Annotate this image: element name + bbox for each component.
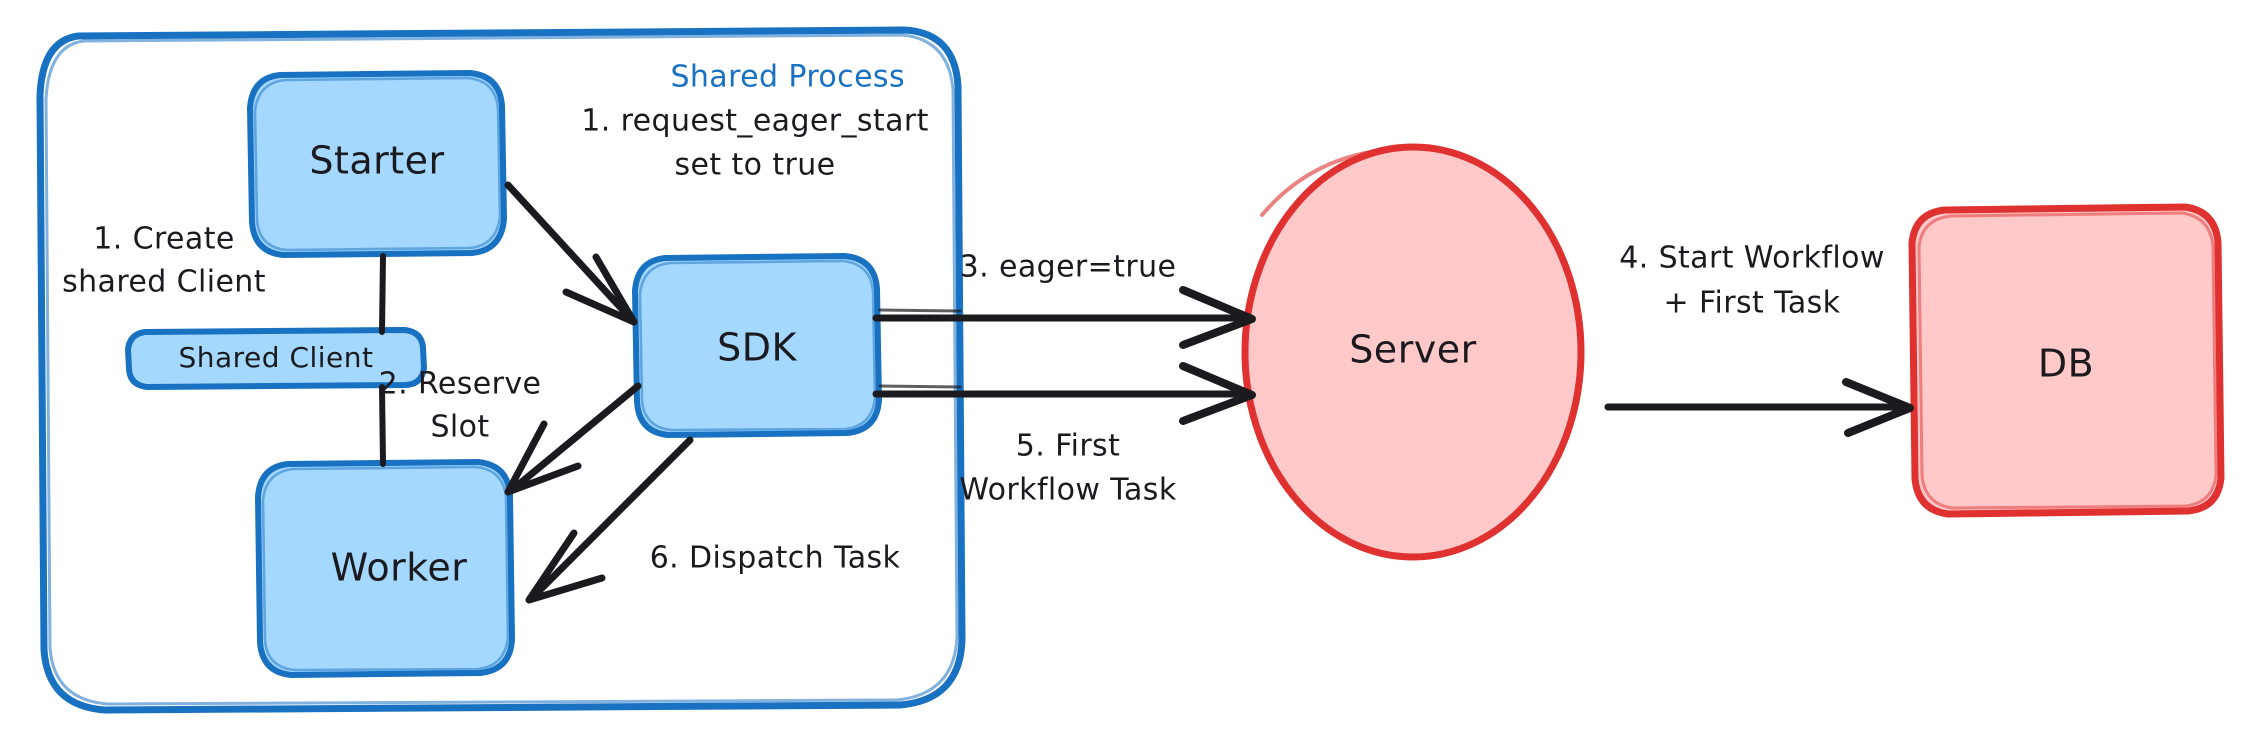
starter-shape — [247, 70, 507, 258]
start-workflow-arrowhead — [1842, 378, 1914, 437]
edge-request-eager-start: 1. request_eager_start set to true — [504, 104, 929, 326]
shared-process-label: Shared Process — [670, 60, 905, 95]
server-shape-sketch — [1260, 148, 1387, 217]
eager-true-line-sketch — [878, 308, 962, 313]
dispatch-task-label: 6. Dispatch Task — [650, 541, 901, 576]
node-db[interactable]: DB — [1908, 203, 2225, 518]
create-shared-client-label-line1: 1. Create — [93, 222, 234, 257]
create-shared-client-line-top — [379, 253, 386, 335]
node-worker[interactable]: Worker — [255, 459, 515, 678]
request-eager-start-line-sketch — [510, 188, 627, 314]
node-shared-client[interactable]: Shared Client — [125, 327, 427, 390]
dispatch-task-arrowhead — [525, 529, 606, 604]
server-label: Server — [1349, 328, 1477, 372]
worker-shape — [255, 459, 515, 678]
shared-process-border-sketch — [44, 33, 959, 706]
request-eager-start-arrowhead — [562, 253, 638, 326]
edge-dispatch-task: 6. Dispatch Task — [525, 436, 901, 604]
starter-shape-sketch — [253, 76, 502, 252]
reserve-slot-arrowhead — [504, 420, 582, 496]
start-workflow-label-line2: + First Task — [1664, 286, 1841, 321]
reserve-slot-label-line1: 2. Reserve — [379, 367, 542, 402]
shared-process-group: Shared Process — [36, 26, 966, 714]
dispatch-task-line — [530, 436, 694, 600]
sdk-shape — [632, 253, 882, 438]
create-shared-client-line-bottom — [379, 384, 386, 467]
reserve-slot-line — [508, 382, 642, 494]
server-shape — [1241, 143, 1585, 561]
request-eager-start-label-line2: set to true — [674, 148, 835, 183]
edge-first-workflow-task: 5. First Workflow Task — [872, 362, 1256, 508]
node-starter[interactable]: Starter — [247, 70, 507, 258]
db-shape — [1908, 203, 2225, 518]
node-server[interactable]: Server — [1241, 143, 1585, 561]
request-eager-start-label-line1: 1. request_eager_start — [581, 104, 929, 139]
worker-label: Worker — [331, 546, 468, 590]
start-workflow-label-line1: 4. Start Workflow — [1619, 241, 1885, 276]
edge-create-shared-client: 1. Create shared Client — [62, 222, 386, 467]
shared-client-label: Shared Client — [178, 341, 373, 374]
starter-label: Starter — [309, 139, 444, 183]
shared-client-shape — [125, 327, 427, 390]
worker-shape-sketch — [261, 465, 510, 672]
sdk-shape-sketch — [638, 259, 877, 432]
first-workflow-task-arrowhead — [1179, 362, 1256, 425]
shared-process-border — [36, 26, 966, 714]
db-shape-sketch — [1917, 211, 2218, 510]
edge-eager-true: 3. eager=true — [872, 250, 1256, 349]
edge-start-workflow: 4. Start Workflow + First Task — [1604, 241, 1914, 437]
node-sdk[interactable]: SDK — [632, 253, 882, 438]
eager-true-arrowhead — [1179, 286, 1256, 349]
db-label: DB — [2038, 342, 2094, 386]
first-workflow-task-line-sketch — [878, 384, 962, 389]
reserve-slot-label-line2: Slot — [430, 410, 489, 445]
first-workflow-task-label-line1: 5. First — [1016, 429, 1121, 464]
edge-reserve-slot: 2. Reserve Slot — [379, 367, 642, 496]
eager-true-label: 3. eager=true — [960, 250, 1177, 285]
sdk-label: SDK — [717, 326, 797, 370]
first-workflow-task-label-line2: Workflow Task — [959, 473, 1176, 508]
create-shared-client-label-line2: shared Client — [62, 265, 266, 300]
